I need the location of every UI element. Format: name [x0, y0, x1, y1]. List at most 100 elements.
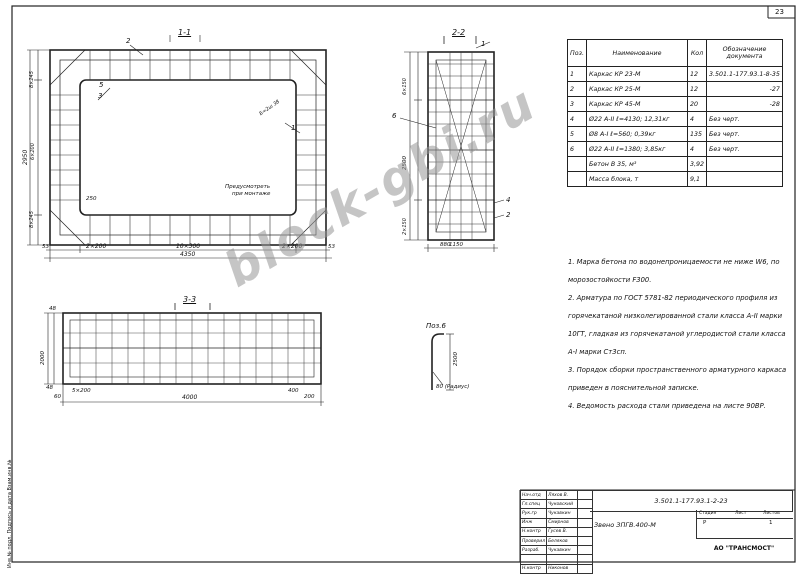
dim-60: 60	[54, 394, 61, 400]
stamp-cell: Чукавкин	[546, 508, 579, 519]
callout-3: 3	[98, 92, 103, 100]
spec-cell: 12	[686, 66, 708, 82]
stamp-cell: Н.контр	[519, 563, 548, 574]
note-4: 4. Ведомость расхода стали приведена на …	[568, 402, 766, 410]
stamp-cell	[577, 526, 594, 537]
specification-table: Поз. Наименование Кол Обозначение докуме…	[567, 39, 783, 187]
spec-cell: Каркас КР 23-М	[586, 66, 688, 82]
spec-cell: 20	[686, 96, 708, 112]
spec-cell: 135	[686, 126, 708, 142]
callout-6: 6	[392, 112, 397, 120]
dim-8x245-bottom: 8×245	[29, 211, 35, 228]
side-stamp: Инв.№ подл. Подпись и дата Взам.инв.№	[7, 459, 13, 568]
spec-cell: 12	[686, 81, 708, 97]
spec-cell: Ø22 А-II ℓ=1380; 3,85кг	[586, 141, 688, 157]
dim-6x150: 6×150	[402, 78, 408, 95]
stamp-cell: Проверил	[519, 535, 548, 547]
callout-4: 4	[506, 196, 511, 204]
spec-cell: Масса блока, т	[586, 171, 688, 187]
spec-cell	[567, 171, 587, 187]
stamp-cell: Беляков	[546, 535, 579, 547]
spec-cell: 4	[567, 111, 587, 127]
table-row: 3 Каркас КР 45-М 20 -28	[567, 96, 783, 112]
stamp-cell: Гл.спец	[519, 499, 548, 510]
note-3: 3. Порядок сборки пространственного арма…	[568, 366, 787, 392]
spec-cell: 3.501.1-177.93.1-8-35	[706, 66, 783, 82]
position-6-title: Поз.6	[426, 322, 446, 330]
spec-cell: Ø22 А-II ℓ=4130; 12,31кг	[586, 111, 688, 127]
callout-2: 2	[126, 37, 131, 45]
spec-header-row: Поз. Наименование Кол Обозначение докуме…	[567, 39, 783, 67]
stamp-cell: Никонов	[546, 563, 579, 574]
spec-cell: Бетон В 35, м³	[586, 156, 688, 172]
dim-4000: 4000	[182, 394, 198, 401]
stamp-cell	[577, 545, 594, 556]
stamp-cell	[577, 508, 594, 519]
dim-53-right: 53	[328, 244, 335, 250]
stamp-cell	[577, 563, 594, 574]
spec-cell: Каркас КР 45-М	[586, 96, 688, 112]
stamp-cell: Чуковский	[546, 499, 579, 510]
table-row	[519, 554, 594, 565]
stamp-cell	[577, 554, 594, 565]
spec-cell: Без черт.	[706, 111, 783, 127]
stamp-cell: Разраб.	[519, 545, 548, 556]
callout-1: 1	[291, 124, 296, 132]
dim-2x200-right: 2×200	[282, 243, 303, 250]
organization: АО "ТРАНСМОСТ"	[713, 545, 775, 552]
drawing-name: Звено ЗПГВ.400-М	[594, 521, 656, 529]
section-title-3-3: 3-3	[183, 295, 197, 304]
stamp-cell: Ляхов В.	[546, 489, 579, 501]
stamp-cell: Рук.гр	[519, 508, 548, 519]
spec-cell: 5	[567, 126, 587, 142]
dim-53-left: 53	[42, 244, 49, 250]
spec-cell: Ø8 А-I ℓ=560; 0,39кг	[586, 126, 688, 142]
stamp-cell	[546, 554, 579, 565]
dim-2000: 2000	[40, 351, 46, 365]
sheet-number: 23	[775, 8, 784, 16]
stamp-cell: Чукавкин	[546, 545, 579, 556]
stamp-cell	[577, 517, 594, 528]
stage-value: Р	[703, 520, 707, 526]
table-row: Бетон В 35, м³ 3,92	[567, 156, 783, 172]
general-notes: 1. Марка бетона по водонепроницаемости н…	[568, 253, 794, 415]
spec-header-doc: Обозначение документа	[706, 39, 783, 67]
spec-cell: 2	[567, 81, 587, 97]
note-montazh-1: Предусмотреть	[225, 184, 271, 190]
dim-1150: 1150	[449, 242, 463, 248]
sheets-value: 1	[769, 520, 773, 526]
sheet-header: Лист	[735, 511, 747, 516]
dim-10x300: 10×300	[176, 243, 201, 250]
dim-880: 880	[440, 242, 451, 248]
dim-5x200: 5×200	[72, 388, 91, 394]
spec-cell: Каркас КР 25-М	[586, 81, 688, 97]
spec-header-pos: Поз.	[567, 39, 587, 67]
section-title-1-1: 1-1	[178, 28, 192, 37]
dim-2x150: 2×150	[402, 218, 408, 235]
section-title-2-2: 2-2	[452, 28, 466, 37]
dim-80-radius: 80 (Радиус)	[436, 384, 470, 390]
spec-cell: Без черт.	[706, 141, 783, 157]
spec-cell: -27	[706, 81, 783, 97]
sheets-header: Листов	[763, 511, 780, 516]
dim-2x200-left: 2×200	[86, 243, 107, 250]
note-1: 1. Марка бетона по водонепроницаемости н…	[568, 258, 780, 284]
table-row: Масса блока, т 9,1	[567, 171, 783, 187]
table-row: 1 Каркас КР 23-М 12 3.501.1-177.93.1-8-3…	[567, 66, 783, 82]
spec-cell: 9,1	[686, 171, 708, 187]
dim-8x245-top: 8×245	[29, 71, 35, 88]
dim-6x200: 6×200	[30, 143, 36, 160]
callout-2-b: 2	[506, 211, 511, 219]
spec-cell: 1	[567, 66, 587, 82]
spec-cell: 3	[567, 96, 587, 112]
spec-cell	[706, 171, 783, 187]
dim-48-b: 48	[46, 385, 53, 391]
note-2: 2. Арматура по ГОСТ 5781-82 периодическо…	[568, 294, 786, 356]
stage-header: Стадия	[699, 511, 717, 516]
